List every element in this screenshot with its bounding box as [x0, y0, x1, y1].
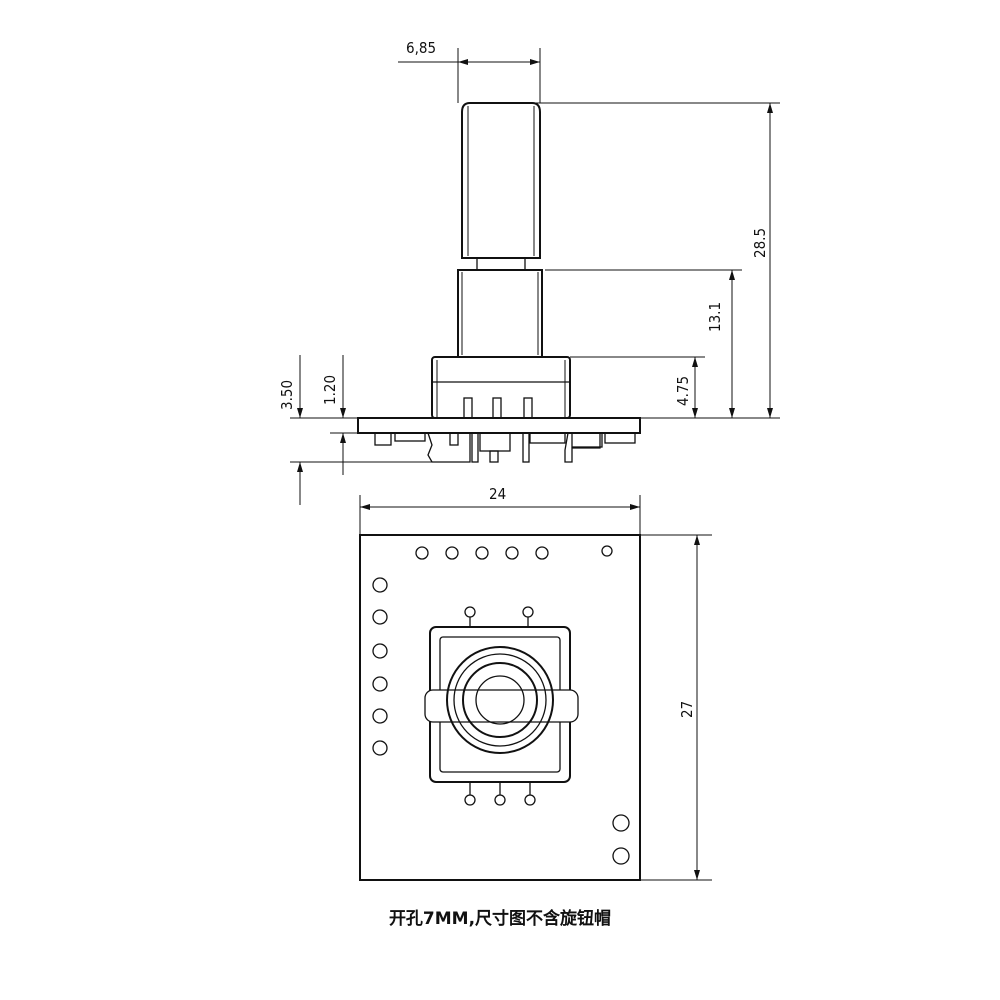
dim-shaft-height: 13.1 [706, 302, 724, 332]
dim-bottom-depth: 3.50 [278, 380, 296, 410]
pcb [357, 417, 641, 434]
shaft [461, 102, 541, 259]
top-dimensions: 24 27 [359, 485, 712, 881]
caption: 开孔7MM,尺寸图不含旋钮帽 [389, 908, 611, 929]
dim-pcb-thickness: 1.20 [321, 375, 339, 405]
dim-shaft-width: 6,85 [406, 39, 436, 57]
shaft-neck [476, 257, 526, 271]
encoder-top [424, 606, 579, 806]
dim-board-width: 24 [489, 485, 506, 503]
dim-total-height: 28.5 [751, 228, 769, 258]
dim-body-height: 4.75 [674, 376, 692, 406]
components [374, 432, 636, 463]
top-view [359, 534, 641, 881]
encoder-pins [464, 606, 536, 806]
board-outline [359, 534, 641, 881]
side-dimensions: 6,85 28.5 13.1 4.75 3.50 1.20 [278, 39, 780, 505]
bushing [457, 269, 543, 358]
mounting-holes [372, 545, 630, 865]
dim-board-height: 27 [678, 701, 696, 718]
side-view [357, 102, 641, 463]
